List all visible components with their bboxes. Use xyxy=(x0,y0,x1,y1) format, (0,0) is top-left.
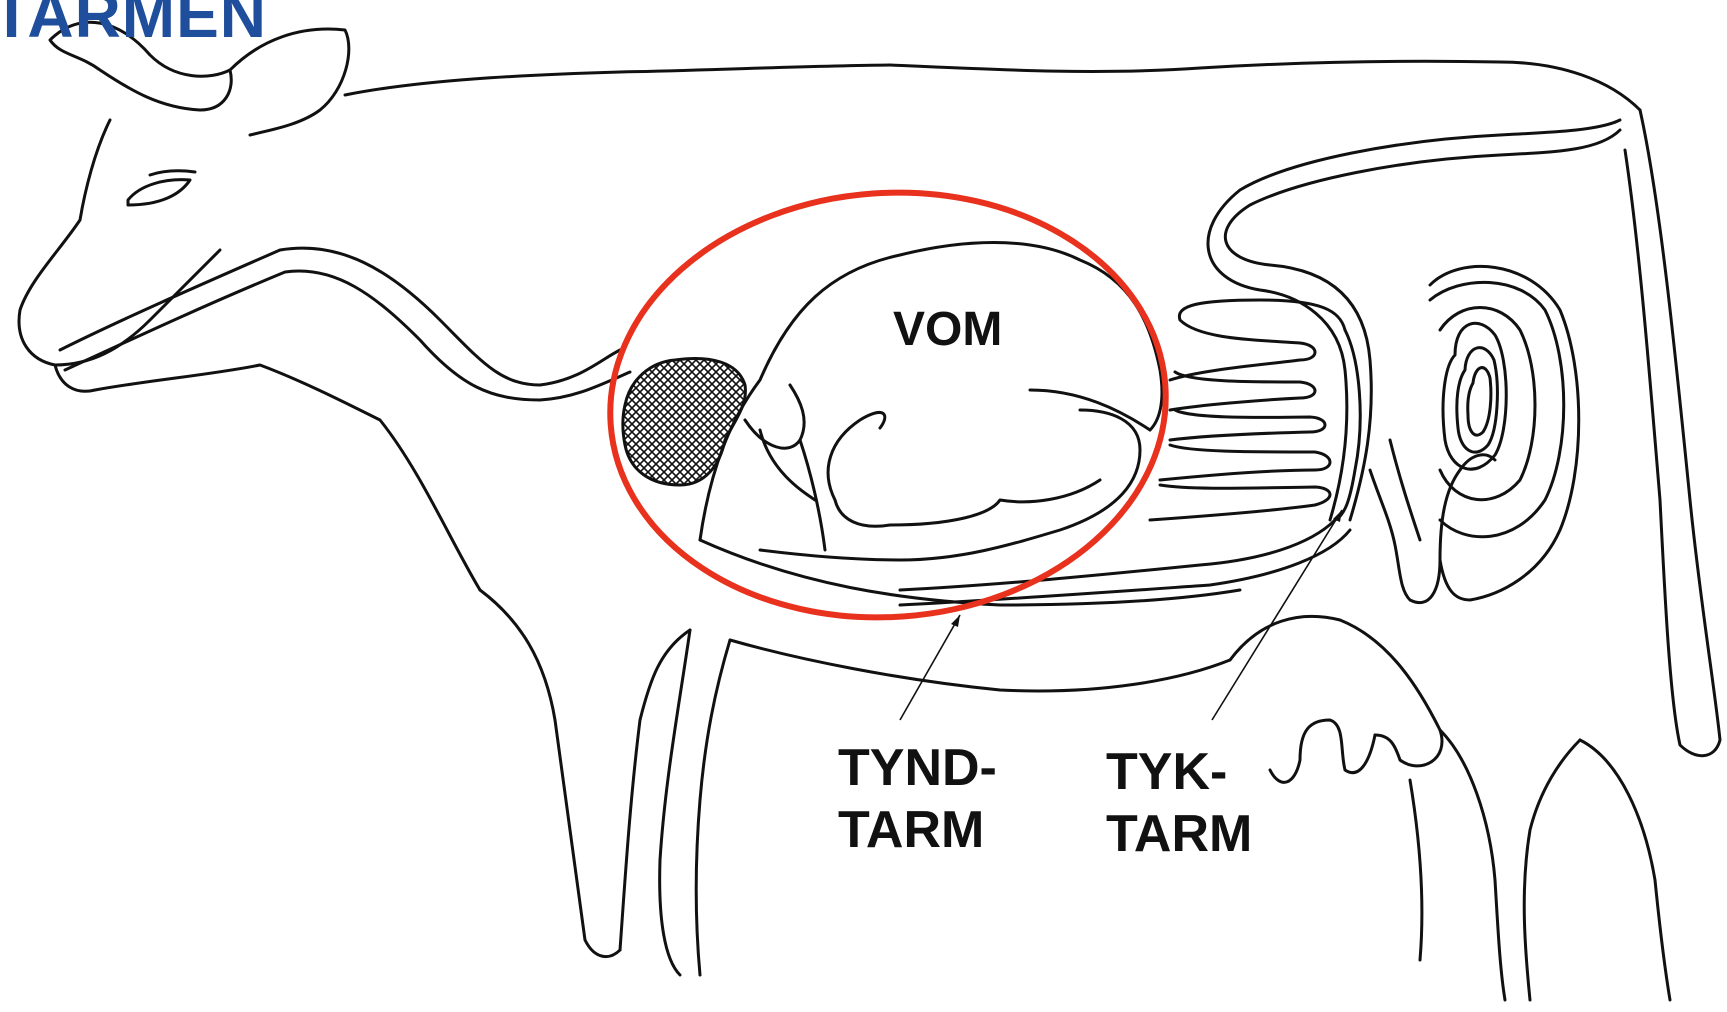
diagram-title: TARMEN xyxy=(0,0,267,52)
tyndtarm-pointer xyxy=(900,615,960,720)
label-tyndtarm-line1: TYND- xyxy=(838,738,997,798)
label-tyktarm-line1: TYK- xyxy=(1106,742,1227,802)
tyktarm-pointer xyxy=(1212,510,1342,720)
label-tyktarm-line2: TARM xyxy=(1106,804,1252,864)
tyndtarm-arrowhead xyxy=(951,615,960,627)
reticulum xyxy=(623,358,746,485)
large-intestine xyxy=(1208,120,1620,603)
label-tyndtarm-line2: TARM xyxy=(838,800,984,860)
label-vom: VOM xyxy=(893,302,1002,357)
spiral-colon xyxy=(1430,266,1579,600)
rumen xyxy=(700,243,1162,561)
pointer-lines xyxy=(900,510,1342,720)
